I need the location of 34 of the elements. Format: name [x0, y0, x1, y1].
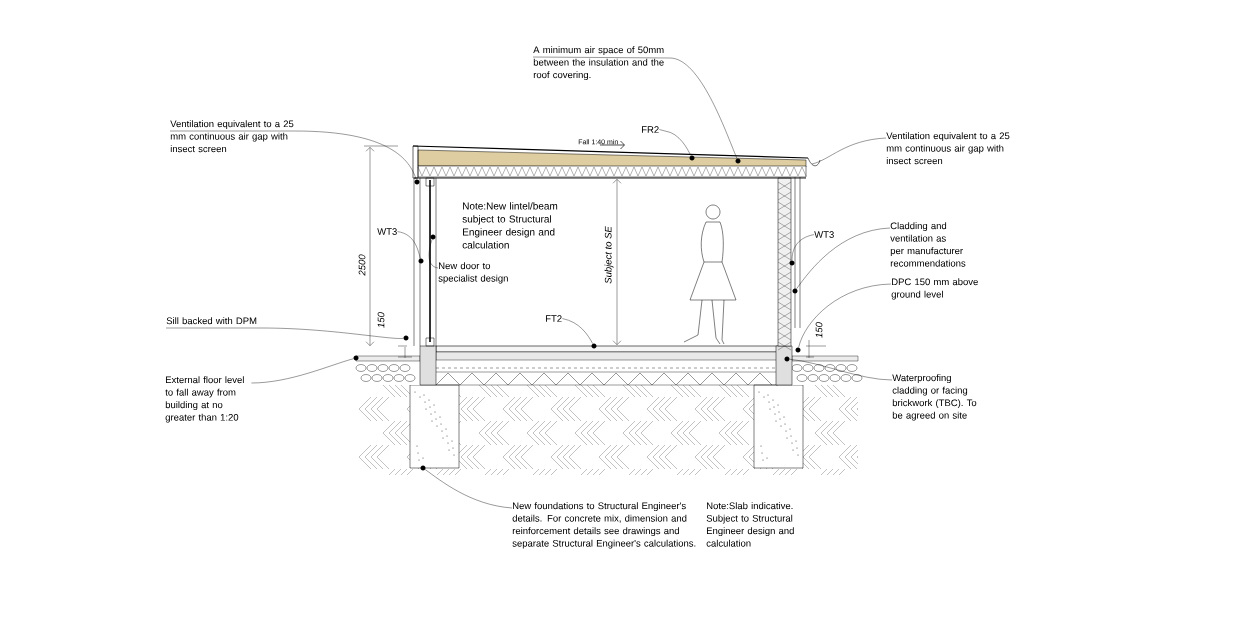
dimension-label: 2500	[358, 254, 366, 276]
annotation-text: WT3	[814, 231, 834, 238]
annotation-text: WT3	[377, 228, 397, 235]
annotation-text: A minimum air space of 50mm between the insulation and the roof covering.	[533, 46, 664, 81]
leader-line	[425, 469, 513, 509]
leader-line	[428, 239, 439, 269]
annotation-text: Cladding and ventilation as per manufacturer recommendations	[890, 222, 966, 267]
leader-line	[659, 129, 691, 156]
leader-line	[811, 137, 887, 165]
annotation-text: Ventilation equivalent to a 25 mm continuous air gap with insect screen	[886, 132, 1010, 165]
annotation-text: Ventilation equivalent to a 25 mm continuous air gap with insect screen	[170, 120, 294, 153]
leader-line	[789, 359, 893, 381]
leader-line	[562, 318, 593, 344]
annotation-text: FR2	[642, 126, 659, 133]
leader-line	[397, 231, 421, 259]
leader-line	[169, 130, 417, 180]
annotation-text: New door to specialist design	[438, 262, 508, 284]
annotation-text: Waterproofing cladding or facing brickwork (TBC). To be agreed on site	[892, 374, 977, 421]
annotation-text: FT2	[546, 315, 562, 322]
dimension-label: Subject to SE	[604, 226, 614, 284]
dimension-label: 150	[377, 312, 385, 328]
note-text: Note:New lintel/beam subject to Structural Engineer design and calculation	[462, 202, 558, 249]
leader-line	[532, 56, 738, 159]
leader-line	[798, 283, 892, 348]
leader-line	[796, 227, 891, 289]
dimension-label: 150	[815, 322, 823, 338]
leader-line	[791, 234, 815, 261]
annotation-text: Sill backed with DPM	[166, 317, 257, 325]
annotation-text: External floor level to fall away from building at no greater than 1:20	[165, 376, 244, 423]
leader-line	[251, 358, 354, 384]
annotation-text: New foundations to Structural Engineer's details. For concrete mix, dimension and reinforcement details see drawings and separate Structural Engineer's calculations.	[512, 502, 696, 549]
leader-line	[165, 327, 404, 339]
note-text: Note:Slab indicative. Subject to Structural Engineer design and calculation	[706, 502, 794, 547]
annotation-text: DPC 150 mm above ground level	[891, 278, 978, 300]
